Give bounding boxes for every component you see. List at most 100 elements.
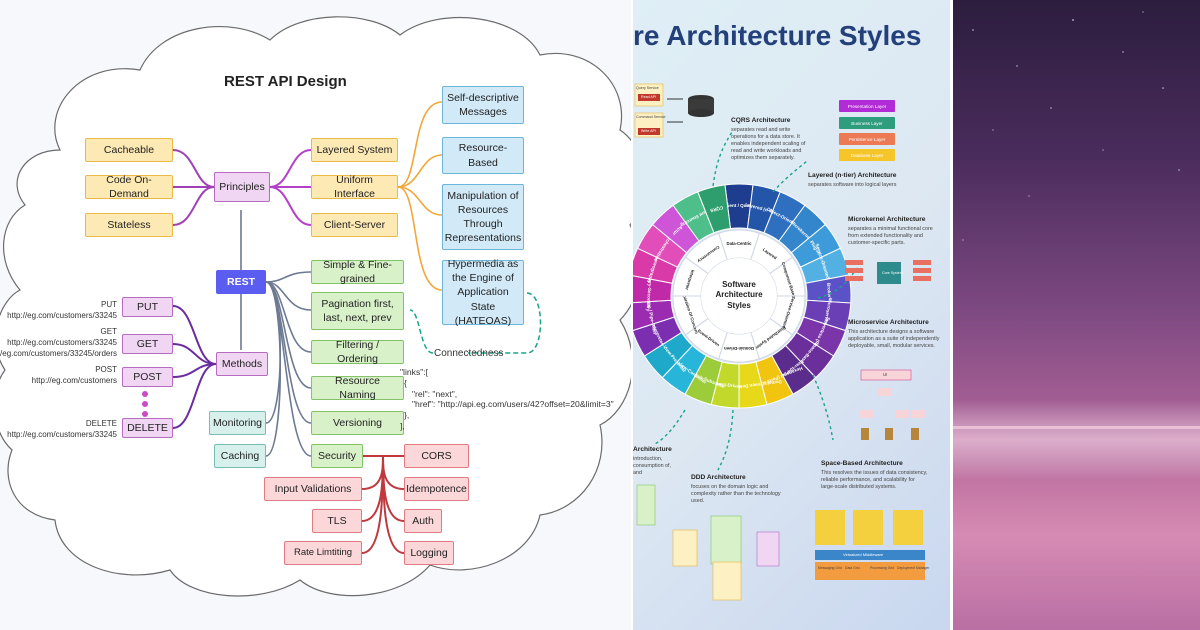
rate-limiting-node: Rate Limtiting [284, 541, 362, 565]
space-based-grid-label: Data Grid [845, 566, 860, 570]
ddd-heading: DDD Architecture [691, 474, 746, 481]
code-line: }, [404, 410, 410, 420]
uniform-interface-node: Uniform Interface [311, 174, 398, 200]
space-based-grid-label: Processing Grid [870, 566, 895, 570]
put-url: http://eg.com/customers/33245 [7, 311, 117, 320]
event-architecture-description: introduction, consumption of, and [633, 456, 672, 477]
self-descriptive-messages-node: Self-descriptive Messages [442, 86, 524, 124]
cqrs-heading: CQRS Architecture [731, 117, 791, 124]
outer-ring-label: Primary-Secondary [646, 269, 654, 312]
input-validations-node: Input Validations [264, 477, 362, 501]
outer-ring-label: Client / Queue [724, 203, 755, 208]
get-orders-url: http://eg.com/customers/33245/orders [0, 349, 117, 358]
cqrs-mini-diagram [634, 83, 714, 138]
outer-ring-label: Microservices [822, 297, 833, 328]
outer-ring-label: Broker [826, 283, 832, 298]
event-architecture-heading: Architecture [633, 446, 672, 453]
inner-ring: Data-CentricLayeredComponent-BasedServic… [672, 229, 806, 363]
legend-business-layer: Business Layer [839, 117, 895, 129]
outer-ring-segment [697, 184, 732, 234]
put-method-node: PUT [122, 297, 173, 317]
principle-cacheable: Cacheable [85, 138, 173, 162]
dusk-sky-image [953, 0, 1200, 630]
inner-ring-label: Interpreter [684, 269, 695, 291]
space-based-description: This resolves the issues of data consist… [821, 470, 928, 491]
core-system-label: Core System [882, 271, 903, 275]
code-line: "href": "http://api.eg.com/users/42?offs… [412, 399, 614, 409]
security-node: Security [311, 444, 363, 468]
rest-api-design-panel: REST API Design Cacheable Code On-Demand… [0, 16, 633, 597]
microservice-heading: Microservice Architecture [848, 319, 929, 326]
ddd-mini-diagram [636, 484, 780, 601]
versioning-node: Versioning [311, 411, 404, 435]
cqrs-description: separates read and write operations for … [731, 127, 806, 162]
simple-fine-grained-node: Simple & Fine-grained [311, 259, 404, 285]
resource-naming-node: Resource Naming [311, 375, 404, 401]
get-method-node: GET [122, 334, 173, 354]
hateoas-node: Hypermedia as the Engine of Application … [442, 258, 524, 327]
read-api-label: Read API [641, 95, 657, 99]
get-url: http://eg.com/customers/33245 [7, 338, 117, 347]
wheel-center [701, 258, 777, 334]
principles-node: Principles [214, 172, 270, 202]
tls-node: TLS [312, 509, 362, 533]
inner-ring-label: Data-Centric [727, 241, 753, 246]
horizon-line [953, 426, 1200, 429]
code-line: "rel": "next", [412, 389, 458, 399]
microservice-description: This architecture designs a software app… [848, 329, 940, 350]
outer-ring-label: Event-Driven [713, 381, 742, 390]
wheel-center-label: Software Architecture Styles [715, 280, 763, 310]
ddd-description: focuses on the domain logic and complexi… [691, 484, 781, 505]
inner-ring-segment [684, 232, 728, 275]
space-based-grid-label: Messaging Grid [818, 566, 842, 570]
filtering-ordering-node: Filtering / Ordering [311, 339, 404, 365]
space-based-grid-label: Deployment Manager [897, 566, 930, 570]
space-based-heading: Space-Based Architecture [821, 460, 903, 467]
inner-ring-label: Domain-Driven [724, 346, 754, 351]
middleware-label: Virtualized Middleware [843, 552, 884, 557]
principle-stateless: Stateless [85, 213, 173, 237]
client-server-node: Client-Server [311, 213, 398, 237]
post-url: http://eg.com/customers [31, 376, 117, 385]
connectedness-label: Connectedness [434, 348, 504, 359]
legend-database-layer: Database Layer [839, 149, 895, 161]
resource-based-node: Resource-Based [442, 137, 524, 174]
get-verb: GET [100, 327, 117, 336]
ui-label: UI [883, 372, 888, 377]
legend-persistence-layer: Persistence Layer [839, 133, 895, 145]
query-service-label: Query Service [636, 86, 659, 90]
monitoring-node: Monitoring [209, 411, 266, 435]
stars [962, 11, 1180, 241]
delete-url: http://eg.com/customers/33245 [7, 430, 117, 439]
space-based-mini-diagram [815, 510, 925, 580]
principle-code-on-demand: Code On-Demand [85, 174, 173, 200]
layered-system-node: Layered System [311, 138, 398, 162]
write-api-label: Write API [641, 129, 656, 133]
auth-node: Auth [404, 509, 442, 533]
code-line: ], [400, 421, 405, 431]
microkernel-description: separates a minimal functional core from… [848, 226, 933, 247]
outer-ring-label: CQRS [710, 205, 724, 213]
panel-divider [950, 0, 953, 630]
architecture-title: re Architecture Styles [633, 20, 922, 51]
command-service-label: Command Service [636, 115, 666, 119]
put-verb: PUT [101, 300, 117, 309]
post-verb: POST [95, 365, 117, 374]
microservice-mini-diagram [859, 369, 925, 440]
diagram-title: REST API Design [224, 73, 347, 90]
pagination-node: Pagination first, last, next, prev [311, 292, 404, 330]
caching-node: Caching [214, 444, 266, 468]
code-line: "links":[ [400, 367, 429, 377]
code-line: { [404, 378, 407, 388]
horizon-haze [953, 400, 1200, 480]
microkernel-heading: Microkernel Architecture [848, 216, 926, 223]
layered-heading: Layered (n-tier) Architecture [808, 172, 897, 179]
logging-node: Logging [404, 541, 454, 565]
layered-description: separates software into logical layers [808, 182, 897, 188]
delete-verb: DELETE [85, 419, 117, 428]
post-method-node: POST [122, 367, 173, 387]
cors-node: CORS [404, 444, 469, 468]
